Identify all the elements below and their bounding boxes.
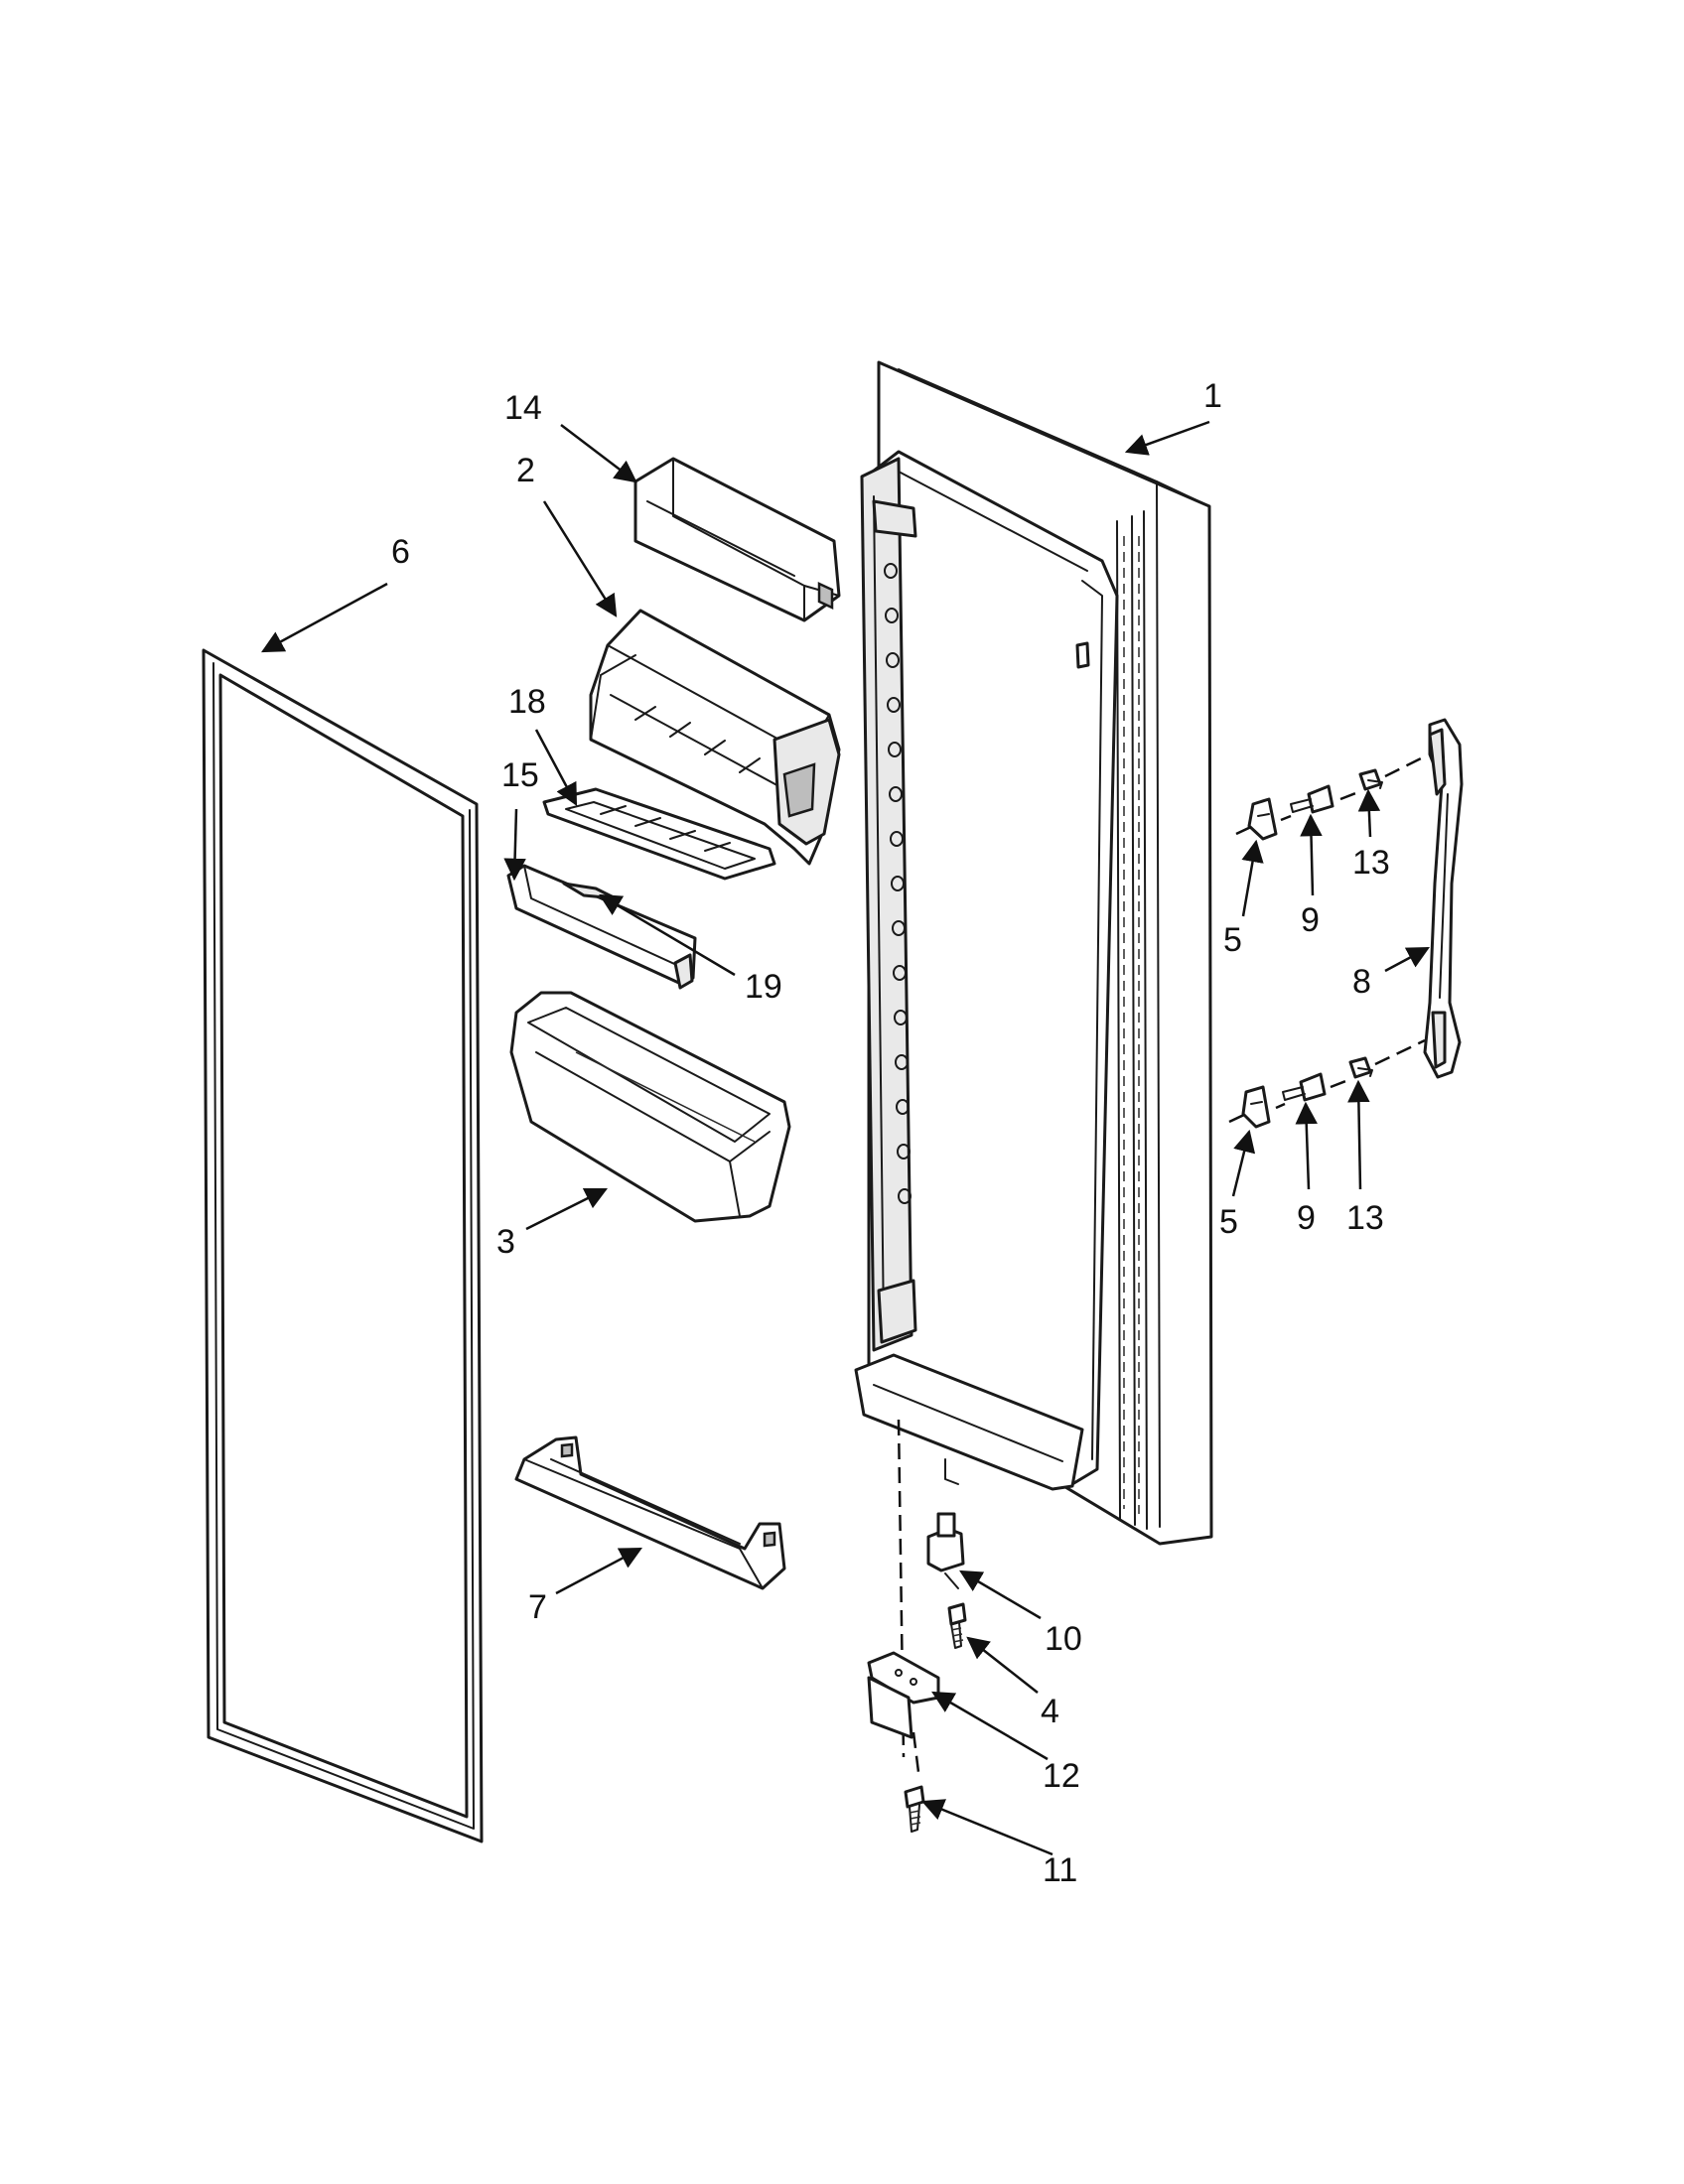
leader-18 bbox=[534, 729, 578, 806]
callout-13-lower: 13 bbox=[1346, 1199, 1384, 1237]
handle-axis-upper bbox=[1235, 754, 1426, 836]
callout-5-lower: 5 bbox=[1219, 1203, 1238, 1241]
callout-11: 11 bbox=[1043, 1851, 1077, 1889]
leader-8 bbox=[1384, 946, 1430, 973]
callout-15: 15 bbox=[501, 756, 539, 794]
hinge-bushing bbox=[926, 1512, 965, 1589]
handle-clip-upper bbox=[1247, 797, 1278, 841]
callout-4: 4 bbox=[1041, 1693, 1059, 1730]
leader-15 bbox=[503, 808, 526, 882]
callout-labels: 1 14 2 6 18 15 19 3 7 10 4 12 11 5 9 13 … bbox=[391, 377, 1390, 1889]
callout-19: 19 bbox=[745, 968, 782, 1006]
callout-5-upper: 5 bbox=[1223, 921, 1242, 959]
callout-8: 8 bbox=[1352, 963, 1371, 1001]
leader-14 bbox=[560, 424, 637, 483]
leader-1 bbox=[1124, 420, 1210, 456]
leader-7 bbox=[555, 1547, 642, 1595]
leader-5-upper bbox=[1241, 839, 1264, 917]
leader-9-lower bbox=[1295, 1101, 1318, 1190]
handle-stud-lower bbox=[1282, 1072, 1327, 1102]
leader-4 bbox=[966, 1636, 1039, 1694]
callout-2: 2 bbox=[516, 452, 535, 489]
leader-11 bbox=[920, 1799, 1053, 1856]
hinge-axis-line bbox=[897, 1419, 906, 1758]
callout-9-lower: 9 bbox=[1297, 1199, 1316, 1237]
tray-cover bbox=[506, 864, 697, 990]
callout-14: 14 bbox=[504, 389, 542, 427]
callout-18: 18 bbox=[508, 683, 546, 721]
dairy-door bbox=[633, 457, 841, 622]
callout-12: 12 bbox=[1043, 1757, 1080, 1795]
handle-screw-lower bbox=[1348, 1056, 1373, 1079]
callout-3: 3 bbox=[496, 1223, 515, 1261]
leader-2 bbox=[542, 500, 618, 617]
dairy-compartment bbox=[589, 609, 841, 866]
leader-13-upper bbox=[1357, 788, 1381, 838]
leader-19 bbox=[599, 893, 736, 977]
leader-9-upper bbox=[1300, 813, 1323, 896]
leader-12 bbox=[931, 1691, 1049, 1761]
hinge-plate-screw bbox=[904, 1785, 925, 1833]
callout-13-upper: 13 bbox=[1352, 844, 1390, 882]
hinge-guide-line bbox=[944, 1458, 959, 1485]
leader-13-lower bbox=[1347, 1079, 1370, 1190]
door-shelf bbox=[514, 1435, 786, 1590]
callout-6: 6 bbox=[391, 533, 410, 571]
leader-6 bbox=[261, 582, 388, 653]
refrigerator-door bbox=[854, 360, 1213, 1546]
callout-1: 1 bbox=[1203, 377, 1222, 415]
leader-3 bbox=[525, 1187, 609, 1231]
hinge-screw bbox=[947, 1602, 967, 1649]
handle-stud-upper bbox=[1290, 784, 1334, 814]
door-gasket bbox=[202, 648, 484, 1843]
door-bin bbox=[509, 991, 791, 1223]
callout-9-upper: 9 bbox=[1301, 901, 1320, 939]
callout-10: 10 bbox=[1045, 1620, 1082, 1658]
leader-lines bbox=[261, 420, 1430, 1856]
handle-clip-lower bbox=[1241, 1085, 1271, 1129]
handle-screw-upper bbox=[1358, 768, 1383, 791]
leader-10 bbox=[959, 1570, 1042, 1620]
leader-5-lower bbox=[1231, 1129, 1256, 1197]
callout-7: 7 bbox=[528, 1588, 547, 1626]
handle bbox=[1423, 718, 1464, 1079]
handle-axis-lower bbox=[1228, 1038, 1426, 1124]
tray bbox=[542, 787, 776, 881]
